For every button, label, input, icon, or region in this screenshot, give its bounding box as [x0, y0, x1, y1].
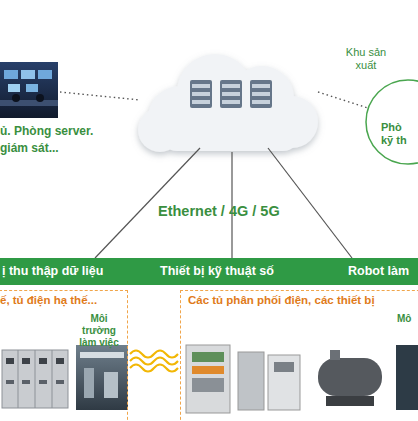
switchboard-image [35, 350, 36, 408]
control-room-photo [36, 94, 44, 102]
server-icon [222, 92, 240, 96]
device-band: ị thu thập dữ liệu Thiết bị kỹ thuật số Ro… [0, 258, 418, 285]
location-label: ủ. Phòng server. [0, 124, 93, 138]
server-icon [222, 100, 240, 104]
server-icon [252, 84, 270, 88]
location-label: giám sát... [0, 141, 59, 155]
distribution-cabinet [192, 366, 224, 374]
workplace-photo [80, 352, 124, 358]
distribution-cabinet [274, 362, 294, 372]
node-text: Thiết bị kỹ thuật số [160, 264, 274, 279]
server-icon [222, 84, 240, 88]
switchboard-image [2, 350, 68, 408]
boiler-image [330, 350, 340, 360]
distribution-cabinet [186, 345, 300, 413]
dotted-link [60, 92, 140, 100]
dotted-link [318, 92, 368, 108]
control-room-photo [0, 62, 58, 118]
switchboard-image [56, 358, 64, 364]
power-wave [130, 365, 178, 372]
server-icon [250, 80, 272, 108]
node-heading: Các tủ phân phối điện, các thiết bị [188, 294, 375, 308]
switchboard-image [39, 380, 47, 384]
server-icon [190, 80, 212, 108]
equipment-group: ế, tủ điện hạ thế... Môi trường làm việc [0, 290, 128, 421]
network-line [268, 148, 352, 258]
switchboard-image [39, 358, 47, 364]
control-room-photo [21, 70, 35, 79]
switchboard-image [6, 358, 14, 364]
node-text: Phò kỹ th [381, 121, 413, 147]
server-icon [190, 80, 272, 108]
workplace-photo [76, 345, 128, 410]
server-icon [220, 80, 242, 108]
distribution-cabinet [192, 378, 224, 392]
node-text: Robot làm [348, 264, 409, 279]
switchboard-image [6, 380, 14, 384]
distribution-cabinet [186, 345, 230, 413]
switchboard-image [52, 350, 53, 408]
node-heading: Khu sản xuất [342, 46, 390, 72]
power-wave [130, 358, 178, 365]
control-room-photo [38, 70, 52, 79]
control-room-photo [8, 84, 20, 92]
circle-outline [336, 42, 418, 167]
server-icon [192, 84, 210, 88]
workplace-photo [76, 345, 128, 410]
server-icon [192, 100, 210, 104]
server-icon [192, 92, 210, 96]
cloud-shape [160, 115, 300, 151]
control-room-photo [4, 70, 18, 79]
distribution-cabinet [268, 355, 300, 410]
control-room-photo [0, 62, 58, 118]
workplace-photo [104, 372, 118, 398]
distribution-cabinet [192, 352, 224, 362]
distribution-cabinet [238, 352, 264, 410]
equipment-photo [396, 345, 418, 410]
control-room-photo [26, 84, 38, 92]
equipment-photo [396, 345, 418, 410]
power-wave [130, 351, 178, 358]
network-label: Ethernet / 4G / 5G [158, 203, 280, 220]
node-text: Môi trường làm việc [75, 313, 123, 349]
server-icon [252, 100, 270, 104]
switchboard-image [2, 350, 68, 408]
node-heading: ị thu thập dữ liệu [2, 264, 103, 279]
area-circle: Khu sản xuấtPhò kỹ th [336, 42, 418, 167]
boiler-image [318, 350, 382, 406]
boiler-image [326, 396, 374, 406]
server-icon [252, 92, 270, 96]
equipment-group: Các tủ phân phối điện, các thiết bị Mô [180, 290, 418, 421]
switchboard-image [18, 350, 19, 408]
cloud-shape [138, 54, 318, 152]
control-room-photo [0, 100, 58, 106]
node-text: Mô [397, 313, 411, 325]
switchboard-image [22, 358, 30, 364]
power-wave [130, 351, 178, 372]
workplace-photo [84, 368, 94, 398]
network-line [95, 148, 352, 258]
switchboard-image [56, 380, 64, 384]
node-heading: ế, tủ điện hạ thế... [0, 294, 97, 308]
circle-outline [366, 80, 418, 164]
control-room-photo [12, 94, 20, 102]
boiler-image [318, 358, 382, 396]
switchboard-image [22, 380, 30, 384]
